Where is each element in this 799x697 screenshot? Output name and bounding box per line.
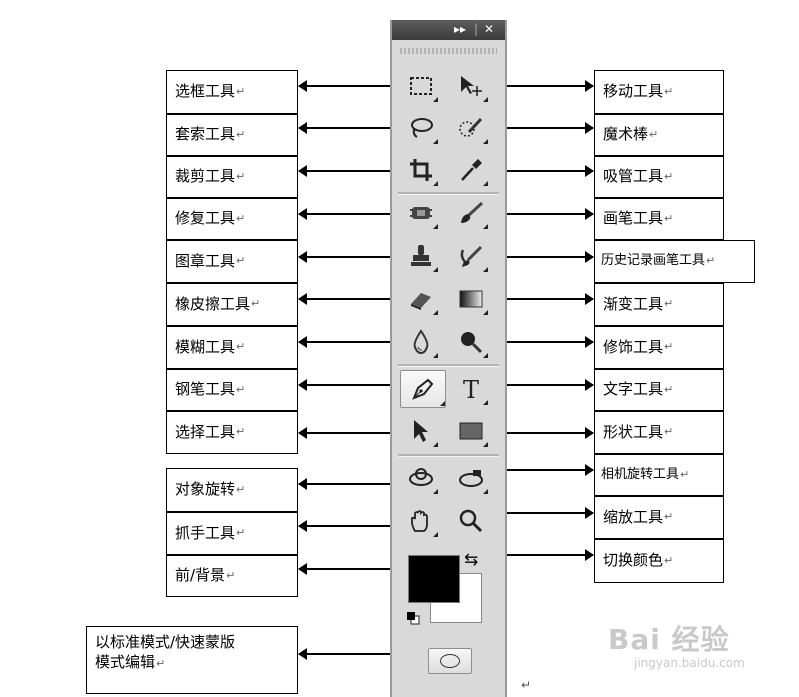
arrow-blur bbox=[298, 336, 406, 348]
zoom-icon[interactable] bbox=[454, 504, 488, 538]
baidu-logo: Bai 经验 bbox=[608, 623, 730, 656]
arrow-quick-mask bbox=[298, 648, 423, 660]
swap-colors-icon[interactable]: ⇆ bbox=[464, 550, 479, 570]
panel-separator: | bbox=[474, 22, 479, 36]
arrow-dodge bbox=[486, 336, 594, 348]
default-colors-icon[interactable] bbox=[406, 610, 420, 625]
arrow-zoom bbox=[486, 507, 594, 519]
rect-marquee-icon[interactable] bbox=[404, 69, 438, 103]
path-select-icon[interactable] bbox=[404, 414, 438, 448]
label-eyedropper-tool: 吸管工具↵ bbox=[594, 156, 724, 198]
arrow-move bbox=[486, 80, 594, 92]
arrow-pen bbox=[298, 379, 398, 391]
arrow-switch-colors bbox=[486, 549, 594, 561]
label-quick-mask: 以标准模式/快速蒙版 模式编辑↵ bbox=[86, 626, 298, 694]
arrow-stamp bbox=[298, 251, 406, 263]
magic-wand-icon[interactable] bbox=[454, 111, 488, 145]
label-gradient-tool: 渐变工具↵ bbox=[594, 283, 724, 326]
pen-icon[interactable] bbox=[400, 370, 446, 408]
label-magic-wand: 魔术棒↵ bbox=[594, 114, 724, 156]
close-panel-button[interactable]: ✕ bbox=[484, 22, 495, 36]
arrow-eraser bbox=[298, 293, 406, 305]
label-healing-tool: 修复工具↵ bbox=[166, 198, 298, 240]
arrow-marquee bbox=[298, 80, 406, 92]
gradient-icon[interactable] bbox=[454, 282, 488, 316]
label-camera-rotate-tool: 相机旋转工具↵ bbox=[594, 454, 724, 496]
label-type-tool: 文字工具↵ bbox=[594, 369, 724, 411]
arrow-select bbox=[298, 427, 406, 439]
clone-stamp-icon[interactable] bbox=[404, 239, 438, 273]
blur-icon[interactable] bbox=[404, 325, 438, 359]
label-object-rotate: 对象旋转↵ bbox=[166, 468, 298, 512]
tools-panel: ▸▸ | ✕ T bbox=[390, 20, 507, 697]
dodge-icon[interactable] bbox=[454, 325, 488, 359]
3d-rotate-icon[interactable] bbox=[404, 461, 438, 495]
collapse-panel-button[interactable]: ▸▸ bbox=[454, 22, 467, 36]
crop-icon[interactable] bbox=[404, 153, 438, 187]
label-dodge-tool: 修饰工具↵ bbox=[594, 326, 724, 369]
arrow-object-rotate bbox=[298, 478, 406, 490]
arrow-gradient bbox=[486, 293, 594, 305]
tools-separator bbox=[398, 454, 499, 457]
label-select-tool: 选择工具↵ bbox=[166, 411, 298, 454]
arrow-shape bbox=[486, 427, 594, 439]
label-eraser-tool: 橡皮擦工具↵ bbox=[166, 283, 298, 326]
hand-icon[interactable] bbox=[404, 504, 438, 538]
arrow-hand bbox=[298, 520, 406, 532]
baidu-watermark: Bai 经验 jingyan.baidu.com bbox=[608, 618, 788, 678]
tools-separator bbox=[398, 192, 499, 195]
move-icon[interactable] bbox=[454, 69, 488, 103]
label-history-brush-tool: 历史记录画笔工具↵ bbox=[594, 240, 755, 283]
label-move-tool: 移动工具↵ bbox=[594, 70, 724, 114]
arrow-history-brush bbox=[486, 251, 594, 263]
arrow-magic-wand bbox=[486, 122, 594, 134]
label-lasso-tool: 套索工具↵ bbox=[166, 114, 298, 156]
panel-grip[interactable] bbox=[400, 48, 497, 54]
foreground-color-swatch[interactable] bbox=[408, 555, 460, 603]
label-marquee-tool: 选框工具↵ bbox=[166, 70, 298, 114]
tools-separator bbox=[398, 364, 499, 367]
arrow-healing bbox=[298, 208, 406, 220]
paragraph-mark: ↵ bbox=[521, 678, 532, 692]
arrow-lasso bbox=[298, 122, 406, 134]
label-hand-tool: 抓手工具↵ bbox=[166, 512, 298, 555]
baidu-url: jingyan.baidu.com bbox=[634, 656, 745, 670]
arrow-brush bbox=[486, 208, 594, 220]
healing-brush-icon[interactable] bbox=[404, 196, 438, 230]
eraser-icon[interactable] bbox=[404, 282, 438, 316]
brush-icon[interactable] bbox=[454, 196, 488, 230]
quick-mask-icon bbox=[440, 654, 460, 668]
quick-mask-button[interactable] bbox=[428, 648, 472, 674]
label-brush-tool: 画笔工具↵ bbox=[594, 198, 724, 240]
label-pen-tool: 钢笔工具↵ bbox=[166, 369, 298, 411]
arrow-crop bbox=[298, 165, 406, 177]
label-zoom-tool: 缩放工具↵ bbox=[594, 496, 724, 539]
label-switch-colors: 切换颜色↵ bbox=[594, 539, 724, 583]
3d-camera-icon[interactable] bbox=[454, 461, 488, 495]
history-brush-icon[interactable] bbox=[454, 239, 488, 273]
panel-titlebar[interactable]: ▸▸ | ✕ bbox=[392, 20, 505, 40]
arrow-type bbox=[486, 379, 594, 391]
svg-text:T: T bbox=[463, 376, 479, 403]
label-stamp-tool: 图章工具↵ bbox=[166, 240, 298, 283]
arrow-fg-bg bbox=[298, 563, 406, 575]
label-fg-bg: 前/背景↵ bbox=[166, 555, 298, 597]
arrow-camera-rotate bbox=[486, 464, 594, 476]
shape-icon[interactable] bbox=[454, 414, 488, 448]
label-blur-tool: 模糊工具↵ bbox=[166, 326, 298, 369]
eyedropper-icon[interactable] bbox=[454, 153, 488, 187]
label-shape-tool: 形状工具↵ bbox=[594, 411, 724, 454]
lasso-icon[interactable] bbox=[404, 111, 438, 145]
type-icon[interactable]: T bbox=[454, 372, 488, 406]
label-crop-tool: 裁剪工具↵ bbox=[166, 156, 298, 198]
arrow-eyedropper bbox=[486, 165, 594, 177]
